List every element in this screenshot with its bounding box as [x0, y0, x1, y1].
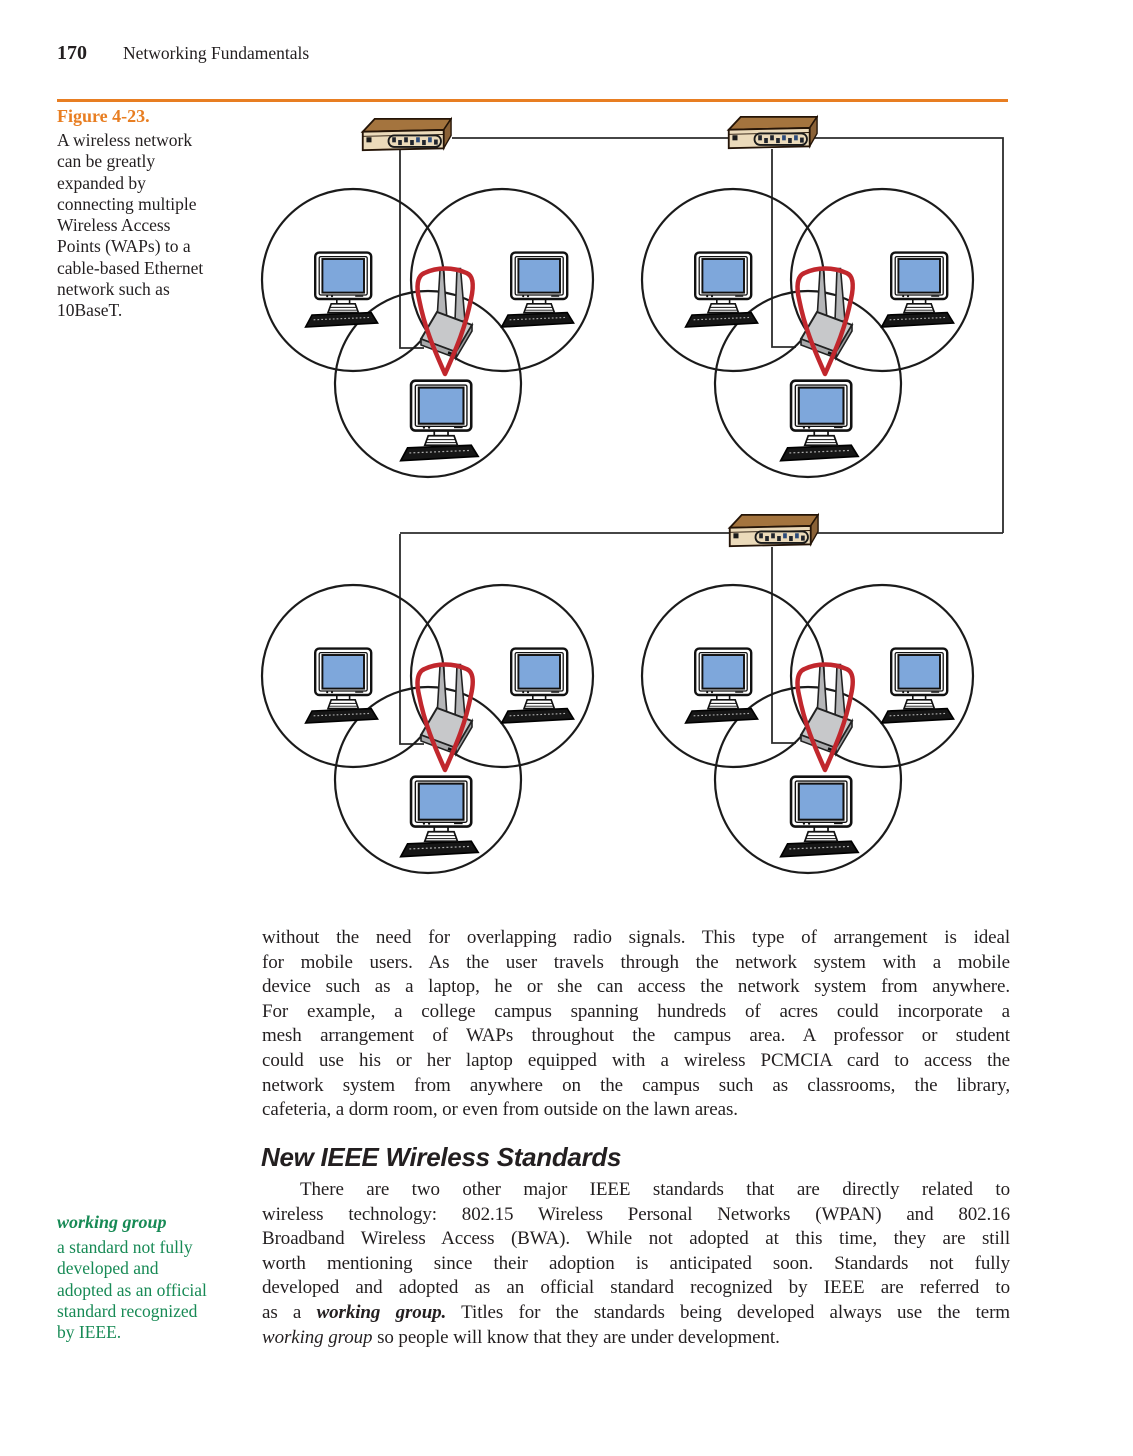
- page-header: 170 Networking Fundamentals: [57, 42, 309, 65]
- sidebar-term: working group: [57, 1212, 167, 1232]
- body-paragraph: without the need for overlapping radio s…: [262, 927, 1010, 1121]
- cable-segment: [399, 150, 424, 349]
- wireless-cell-cluster: [262, 585, 593, 873]
- body-paragraph: There are two other major IEEE standards…: [262, 1179, 1010, 1348]
- ethernet-hub-icon: [727, 115, 818, 150]
- figure-rule: [57, 99, 1008, 102]
- page-number: 170: [57, 42, 87, 64]
- section-heading: New IEEE Wireless Standards: [261, 1142, 622, 1172]
- cable-segment: [771, 149, 796, 348]
- wireless-cell-cluster: [642, 585, 973, 873]
- cable-segment: [399, 534, 424, 745]
- figure-label: Figure 4-23.: [57, 106, 150, 126]
- ethernet-hub-icon: [728, 513, 819, 548]
- ethernet-cabling: [399, 137, 1004, 745]
- ethernet-hub-icon: [361, 117, 452, 152]
- cable-segment: [452, 137, 1004, 533]
- cable-segment: [771, 547, 796, 744]
- running-head: Networking Fundamentals: [123, 43, 310, 63]
- wireless-cell-cluster: [262, 189, 593, 477]
- wireless-cell-cluster: [642, 189, 973, 477]
